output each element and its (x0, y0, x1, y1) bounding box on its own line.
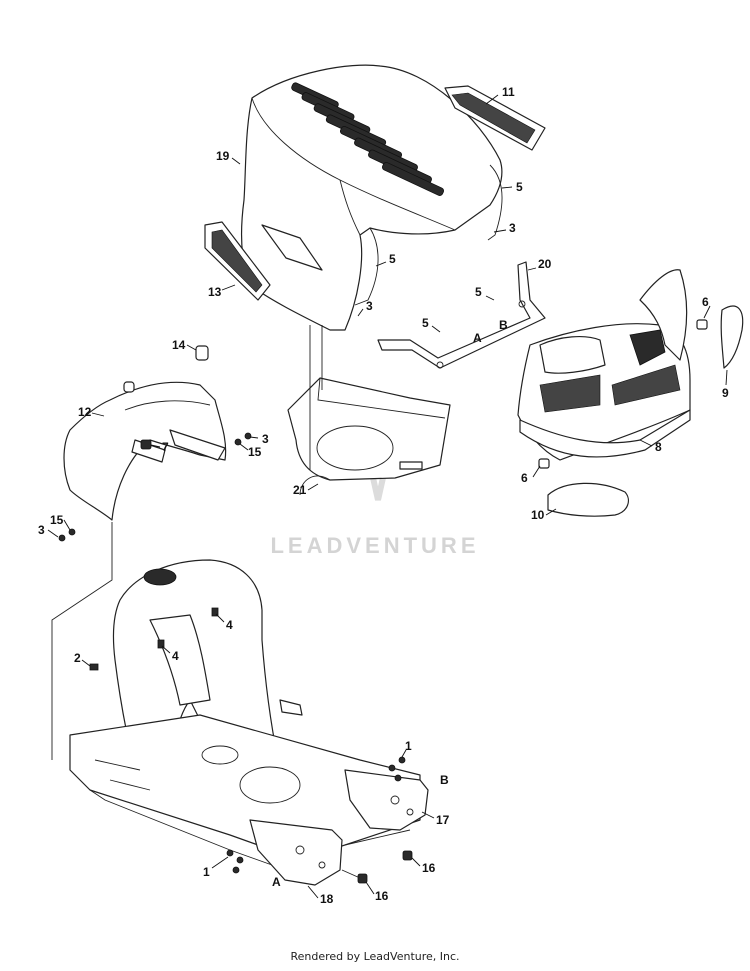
knob-part-14[interactable] (195, 345, 209, 361)
callout-14: 14 (172, 338, 186, 352)
callout-3: 3 (262, 432, 269, 446)
side-grille-part-13[interactable] (204, 221, 271, 301)
callout-2: 2 (74, 651, 81, 665)
side-grille-part-11[interactable] (444, 85, 546, 151)
callout-12: 12 (78, 405, 92, 419)
callout-17: 17 (436, 813, 450, 827)
tractor-frame (69, 559, 421, 876)
fastener-part-6-bottom[interactable] (538, 458, 550, 469)
callout-5: 5 (389, 252, 396, 266)
callout-13: 13 (208, 285, 222, 299)
callout-10: 10 (531, 508, 545, 522)
callout-19: 19 (216, 149, 230, 163)
bracket-guide-line (341, 829, 411, 879)
callout-5: 5 (475, 285, 482, 299)
callout-6: 6 (521, 471, 528, 485)
callout-8: 8 (655, 440, 662, 454)
dash-guide-line (51, 522, 113, 760)
callout-5: 5 (422, 316, 429, 330)
dash-knob (123, 381, 135, 393)
nut-part-16-left[interactable] (357, 873, 368, 884)
callout-15: 15 (248, 445, 262, 459)
footer-credit: Rendered by LeadVenture, Inc. (290, 950, 460, 963)
callout-1: 1 (405, 739, 412, 753)
callout-A: A (272, 875, 281, 889)
callout-16: 16 (422, 861, 436, 875)
callout-16: 16 (375, 889, 389, 903)
bushing-part-7[interactable] (140, 439, 152, 450)
bolt-set-1-upper[interactable] (388, 756, 406, 782)
nut-part-16-right[interactable] (402, 850, 413, 861)
duct-guide-line (309, 325, 323, 470)
air-duct-part-21[interactable] (287, 377, 451, 496)
callout-3: 3 (38, 523, 45, 537)
callout-B: B (499, 318, 508, 332)
callout-11: 11 (502, 85, 515, 99)
callout-labels: 11 19 5 3 20 5 13 5 B 3 5 A 6 9 14 12 3 … (38, 85, 729, 906)
leader-lines (47, 94, 728, 899)
fastener-part-6-top[interactable] (696, 319, 708, 330)
callout-20: 20 (538, 257, 552, 271)
callout-B: B (440, 773, 449, 787)
callout-A: A (473, 331, 482, 345)
screw-part-2[interactable] (89, 663, 99, 671)
callout-1: 1 (203, 865, 210, 879)
callout-3: 3 (509, 221, 516, 235)
hood-rod-right (487, 164, 503, 241)
callout-9: 9 (722, 386, 729, 400)
callout-18: 18 (320, 892, 334, 906)
bolt-set-1-lower[interactable] (226, 849, 244, 874)
screw-set-right[interactable] (234, 432, 252, 446)
front-bracket-part-18[interactable] (249, 819, 343, 886)
callout-7: 7 (162, 440, 169, 454)
callout-3: 3 (366, 299, 373, 313)
hood-rod-left (354, 227, 379, 306)
callout-6: 6 (702, 295, 709, 309)
lens-part-10[interactable] (547, 482, 629, 517)
front-grille-part-8[interactable] (517, 269, 691, 461)
callout-15: 15 (50, 513, 64, 527)
headlight-lens-part-9[interactable] (720, 305, 744, 369)
callout-4: 4 (172, 649, 179, 663)
hood-bracket-part-20[interactable] (377, 261, 546, 369)
hood-part-19[interactable] (240, 64, 503, 331)
callout-21: 21 (293, 483, 307, 497)
callout-5: 5 (516, 180, 523, 194)
callout-4: 4 (226, 618, 233, 632)
watermark-text: LEADVENTURE (270, 533, 479, 558)
front-bracket-part-17[interactable] (344, 769, 429, 831)
screw-set-left[interactable] (58, 528, 76, 542)
hood-vent-slots (291, 82, 445, 196)
dash-panel-part-12[interactable] (63, 381, 227, 521)
